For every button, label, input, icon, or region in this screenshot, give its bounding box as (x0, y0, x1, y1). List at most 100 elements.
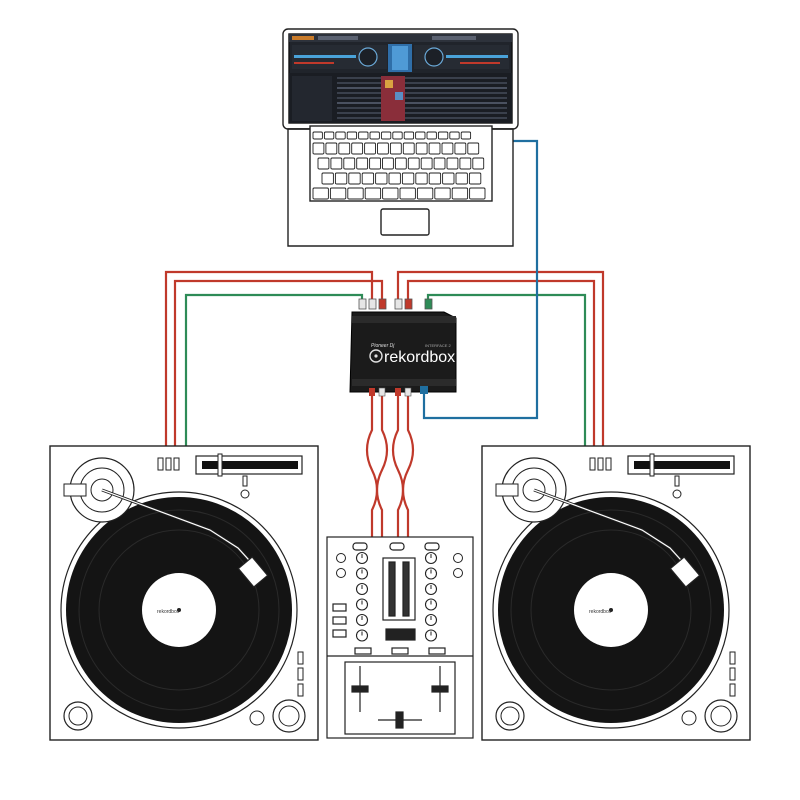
spindle (609, 608, 613, 612)
tonearm-inner (101, 489, 259, 571)
keyboard-key (403, 131, 415, 140)
keyboard-key (317, 157, 330, 170)
channel-fader-right (431, 685, 449, 693)
keyboard-key (356, 157, 369, 170)
side-button (729, 651, 736, 665)
green-cable-left (184, 293, 364, 446)
interface-top-connectors (358, 298, 433, 310)
keyboard-key (312, 142, 325, 155)
control-button (165, 457, 172, 471)
interface-brand-label: Pioneer Dj (371, 343, 395, 349)
control-button (605, 457, 612, 471)
red-cable-mixer-2 (375, 393, 389, 537)
keyboard-key (401, 172, 415, 185)
control-button (173, 457, 180, 471)
keyboard-key (460, 131, 472, 140)
interface-body (349, 311, 457, 393)
record-groove (510, 509, 712, 711)
keyboard-key (433, 157, 446, 170)
headshell (669, 556, 701, 588)
keyboard-key (441, 142, 454, 155)
keyboard-key (415, 131, 426, 140)
mixer-small-knob (453, 553, 463, 563)
pitch-slider-handle (217, 453, 223, 477)
turntable-left (49, 445, 319, 741)
record-groove (78, 509, 280, 711)
target-light (674, 475, 680, 487)
keyboard-key (323, 131, 335, 140)
record-label-left: rekordbox (157, 609, 180, 615)
keyboard-key (361, 172, 375, 185)
tonearm-inner (533, 489, 691, 571)
side-button (729, 667, 736, 681)
screen-ui (289, 34, 512, 123)
keyboard-key (402, 142, 415, 155)
control-button (157, 457, 164, 471)
keyboard-key (442, 172, 455, 185)
keyboard-key (335, 131, 346, 140)
keyboard-key (364, 142, 376, 155)
side-button (297, 667, 304, 681)
keyboard-key (347, 187, 364, 200)
keyboard-key (388, 172, 401, 185)
keyboard-key (428, 172, 442, 185)
keyboard-key (420, 157, 433, 170)
keyboard-key (454, 142, 467, 155)
mixer-small-knob (453, 568, 463, 578)
counterweight (495, 483, 519, 497)
record-label-right: rekordbox (589, 609, 612, 615)
keyboard-key (346, 131, 358, 140)
mixer (326, 536, 474, 739)
keyboard-key (382, 157, 394, 170)
keyboard-key (399, 187, 416, 200)
pitch-slider-handle (649, 453, 655, 477)
control-button (597, 457, 604, 471)
keyboard-key (330, 157, 343, 170)
keyboard-key (329, 187, 347, 200)
keyboard-key (446, 157, 459, 170)
keyboard-key (312, 187, 329, 200)
side-button (729, 683, 736, 697)
interface-bottom-connectors (369, 386, 428, 397)
mixer-knobs (336, 551, 463, 642)
crossfader (395, 711, 404, 729)
red-cable-mixer-4 (401, 393, 415, 537)
keyboard-key (407, 157, 420, 170)
keyboard-key (449, 131, 460, 140)
power-knob-inner (710, 705, 732, 727)
keyboard-key (338, 142, 351, 155)
red-cable-mixer-3 (391, 393, 405, 537)
mixer-level-meter (382, 557, 416, 621)
pitch-slider-slot (202, 461, 298, 469)
keyboard-key (389, 142, 402, 155)
usb-cable (422, 139, 539, 420)
mixer-small-knob (336, 553, 346, 563)
side-button (297, 683, 304, 697)
red-cable-mixer-1 (365, 393, 379, 537)
keyboard-key (377, 142, 389, 155)
control-button (589, 457, 596, 471)
keyboard-key (375, 172, 388, 185)
keyboard-key (467, 142, 480, 155)
red-cable-left-inner (173, 279, 384, 446)
keyboard-key (459, 157, 472, 170)
keyboard-key (437, 131, 449, 140)
keyboard-key (392, 131, 403, 140)
laptop-trackpad (380, 208, 430, 236)
keyboard-key (364, 187, 382, 200)
headshell (237, 556, 269, 588)
keyboard-key (312, 131, 323, 140)
target-light (242, 475, 248, 487)
start-stop-inner (500, 706, 520, 726)
mixer-top-jacks (352, 542, 440, 551)
start-stop-inner (68, 706, 88, 726)
keyboard-key (369, 157, 381, 170)
pitch-slider-slot (634, 461, 730, 469)
keyboard-key (351, 142, 364, 155)
keyboard-key (321, 172, 334, 185)
keyboard-key (380, 131, 392, 140)
keyboard-key (382, 187, 399, 200)
interface-logo-text: rekordbox (384, 349, 455, 366)
turntable-right (481, 445, 751, 741)
